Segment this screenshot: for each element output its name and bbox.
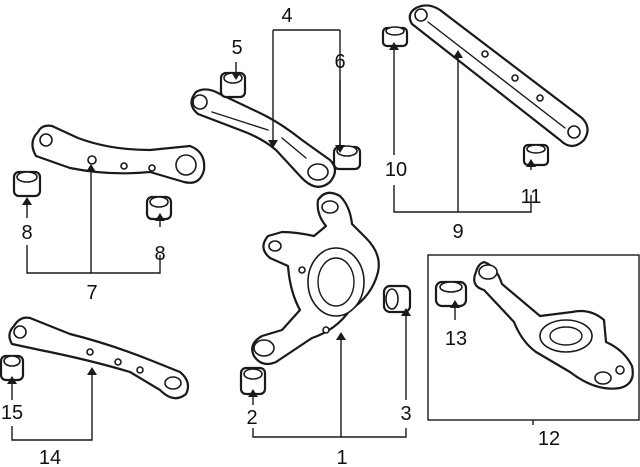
bushing-6: [332, 145, 362, 171]
callout-1: 1: [336, 447, 347, 467]
callout-labels: 4 5 6 10 11 9 8 8 7 13 12 15 14 2 3 1: [1, 5, 560, 467]
callout-15: 15: [1, 402, 23, 424]
leader-arrowheads: [7, 42, 536, 397]
control-arm-7: [31, 124, 206, 184]
callout-13: 13: [445, 328, 467, 350]
callout-14: 14: [39, 447, 61, 467]
lower-arm-12: [473, 260, 634, 390]
callout-12: 12: [538, 428, 560, 450]
bushing-11: [522, 143, 550, 167]
bushing-15: [0, 354, 25, 382]
control-arm-4: [190, 88, 337, 188]
knuckle-1: [251, 191, 380, 366]
callout-3: 3: [400, 403, 411, 425]
bushing-2: [239, 366, 267, 396]
control-arm-9: [408, 4, 589, 148]
callout-2: 2: [246, 407, 257, 429]
callout-4: 4: [281, 5, 292, 27]
bushing-3: [382, 284, 412, 314]
control-arm-14: [8, 316, 190, 400]
bushing-13: [434, 280, 468, 308]
callout-8-left: 8: [21, 222, 32, 244]
callout-8-right: 8: [154, 243, 165, 265]
bushing-8-right: [145, 195, 173, 221]
callout-5: 5: [231, 37, 242, 59]
callout-10: 10: [385, 159, 407, 181]
callout-7: 7: [86, 282, 97, 304]
leader-lines: [11, 29, 534, 441]
bushing-5: [219, 71, 247, 99]
callout-11: 11: [521, 186, 542, 208]
bushing-10: [381, 26, 409, 48]
callout-6: 6: [334, 51, 345, 73]
bushing-8-left: [12, 170, 42, 198]
callout-9: 9: [452, 221, 463, 243]
